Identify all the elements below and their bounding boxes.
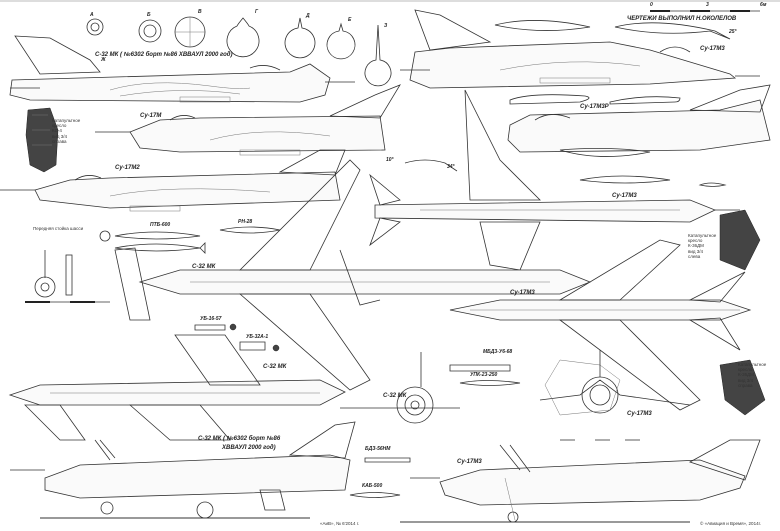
aircraft-side-su17m3-top (400, 9, 760, 89)
author-credit: ЧЕРТЕЖИ ВЫПОЛНИЛ Н.ОКОЛЕЛОВ (627, 16, 737, 22)
aircraft-side-su17m (95, 84, 401, 156)
store-ub32a1: УБ-32А-1 (246, 334, 269, 340)
aircraft-front-s32mk (340, 352, 460, 424)
nose-gear (34, 250, 73, 298)
section-label-b: Б (147, 12, 151, 18)
scale-bar-gear (25, 301, 110, 303)
flap-angle: 25° (729, 29, 737, 35)
store-ub1657: УБ-16-57 (200, 316, 222, 322)
note-nose-gear: Передняя стойка шасси (33, 226, 84, 231)
stores (99, 226, 521, 498)
scale-bar-main (650, 10, 760, 12)
aircraft-plan-su17m3 (369, 89, 740, 271)
label-su17m3r-side: Су-17М3Р (580, 104, 609, 110)
label-s32mk-bottom-line2: ХВВАУЛ 2000 год) (222, 445, 276, 451)
section-label-e: Е (348, 17, 352, 23)
aircraft-plan-s32mk-lower (8, 334, 346, 441)
label-su17m-side: Су-17М (140, 113, 162, 119)
label-su17m2-side: Су-17М2 (115, 165, 140, 171)
note-seat-k36-rear: Катапультное кресло К-36ДМ вид 3/4 справ… (738, 362, 767, 388)
ejection-seat-k36-rear (719, 359, 766, 416)
store-bdz56: БДЗ-56НМ (365, 446, 391, 452)
slat-angle-up: 10° (386, 157, 394, 163)
copyright-label: © «Авиация и Время», 2014г. (700, 521, 761, 526)
label-su17m3-side-top: Су-17М3 (700, 46, 725, 52)
label-s32mk-plan-lower: С-32 МК (263, 364, 287, 370)
aircraft-side-su17m3r (507, 84, 771, 157)
aircraft-side-su17m2 (0, 149, 346, 212)
label-s32mk-plan: С-32 МК (192, 264, 216, 270)
label-s32mk-front: С-32 МК (383, 393, 407, 399)
store-kab500: КАБ-500 (362, 483, 383, 489)
store-mbd3: МБД3-У6-68 (483, 349, 513, 355)
cross-sections (86, 16, 392, 87)
label-su17m3-plan-lower: Су-17М3 (510, 290, 535, 296)
scale-start: 0 (650, 2, 653, 8)
aircraft-side-s32mk-bottom (10, 421, 356, 519)
note-seat-ks4: Катапультное кресло КС-4 вид 3/4 справа (52, 118, 81, 144)
airfoil-sections (404, 20, 731, 187)
section-label-a: А (90, 12, 94, 18)
store-upk23: УПК-23-250 (470, 372, 498, 378)
section-label-zh: Ж (101, 57, 106, 63)
slat-angle-down: 34° (447, 164, 455, 170)
store-rn28: РН-28 (238, 219, 253, 225)
section-label-g: Г (255, 9, 259, 15)
store-ptb600: ПТБ-600 (150, 222, 171, 228)
ejection-seat-ks4 (25, 107, 59, 173)
scale-end: 6м (760, 2, 767, 8)
label-s32mk-top-side: С-32 МК ( №6302 борт №86 ХВВАУЛ 2000 год… (95, 52, 233, 58)
aircraft-plan-su17m3-lower (449, 239, 752, 411)
label-s32mk-bottom-line1: С-32 МК ( №6302 борт №86 (198, 436, 281, 442)
label-su17m3-front: Су-17М3 (627, 411, 652, 417)
scale-mid: 3 (706, 2, 709, 8)
note-seat-k36-side: Катапультное кресло К-36ДМ вид 3/4 слева (688, 233, 717, 259)
section-label-z: З (384, 23, 388, 29)
label-su17m3-bottom-side: Су-17М3 (457, 459, 482, 465)
aircraft-side-su17m3-bottom (400, 439, 761, 523)
ejection-seat-k36-side (719, 209, 761, 271)
section-label-v: В (198, 9, 202, 15)
section-label-d: Д (306, 13, 310, 19)
publication-label: «АиВ», № 6'2014 г. (320, 521, 360, 526)
label-su17m3-plan: Су-17М3 (612, 193, 637, 199)
aircraft-front-su17m3 (539, 350, 691, 441)
aircraft-side-s32mk-top (9, 35, 355, 103)
